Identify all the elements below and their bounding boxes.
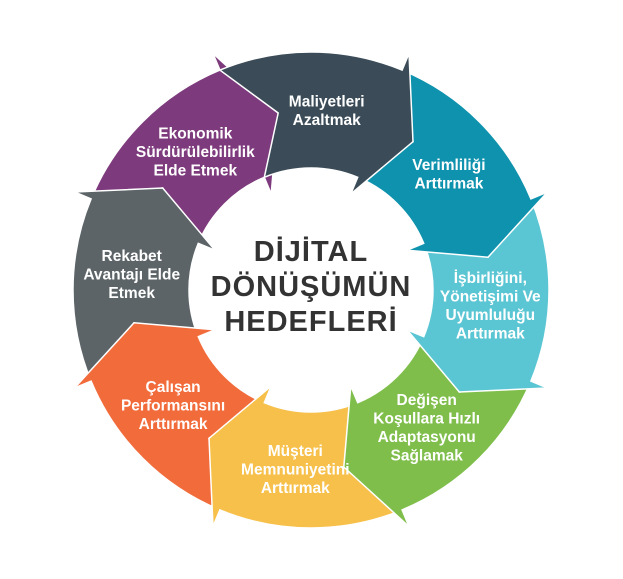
segment-arrow-3 (406, 197, 550, 393)
segment-label-4-line-1: Değişen (397, 392, 457, 409)
segment-label-7-line-1: Rekabet (102, 248, 162, 265)
segment-arrow-1 (218, 51, 414, 195)
segment-label-2-line-2: Arttırmak (414, 176, 483, 193)
segment-arrow-5 (208, 385, 404, 529)
center-title-line-3: HEDEFLERİ (224, 306, 397, 338)
segment-label-4-line-3: Adaptasyonu (378, 429, 476, 446)
segment-label-6-line-3: Arttırmak (139, 416, 208, 433)
segment-label-7-line-3: Etmek (108, 285, 155, 302)
segment-arrow-2 (356, 68, 549, 258)
segment-label-1-line-2: Azaltmak (293, 112, 361, 129)
segment-label-5-line-2: Memnuniyetini (241, 461, 350, 478)
center-title-line-1: DİJİTAL (254, 236, 368, 268)
segment-label-5-line-3: Arttırmak (261, 480, 330, 497)
segment-label-7-line-2: Avantajı Elde (83, 266, 180, 283)
segment-label-5-line-1: Müşteri (268, 443, 323, 460)
center-title: DİJİTAL DÖNÜŞÜMÜN HEDEFLERİ (211, 236, 412, 338)
segment-label-3-line-2: Yönetişimi Ve (440, 288, 541, 305)
segment-label-3-line-1: İşbirliğini, (454, 270, 527, 287)
segment-label-1-line-1: Maliyetleri (289, 94, 365, 111)
segment-label-6-line-2: Performansını (121, 398, 225, 415)
segment-label-4-line-4: Sağlamak (391, 448, 464, 465)
segment-arrow-6 (73, 322, 266, 512)
center-title-line-2: DÖNÜŞÜMÜN (211, 270, 412, 303)
segment-label-8-line-1: Ekonomik (158, 126, 232, 143)
segment-label-6-line-1: Çalışan (146, 379, 201, 396)
segment-arrow-7 (72, 187, 216, 383)
segment-label-3-line-4: Arttırmak (456, 325, 525, 342)
segments-group (72, 51, 550, 529)
segment-label-3-line-3: Uyumluluğu (446, 307, 536, 324)
segment-arrow-4 (343, 335, 533, 528)
segment-label-2-line-1: Verimliliği (412, 157, 485, 174)
segment-label-8-line-3: Elde Etmek (154, 163, 238, 180)
segment-label-4-line-2: Koşullara Hızlı (373, 411, 480, 428)
segment-label-8-line-2: Sürdürülebilirlik (136, 144, 255, 161)
segment-arrow-8 (89, 52, 279, 245)
